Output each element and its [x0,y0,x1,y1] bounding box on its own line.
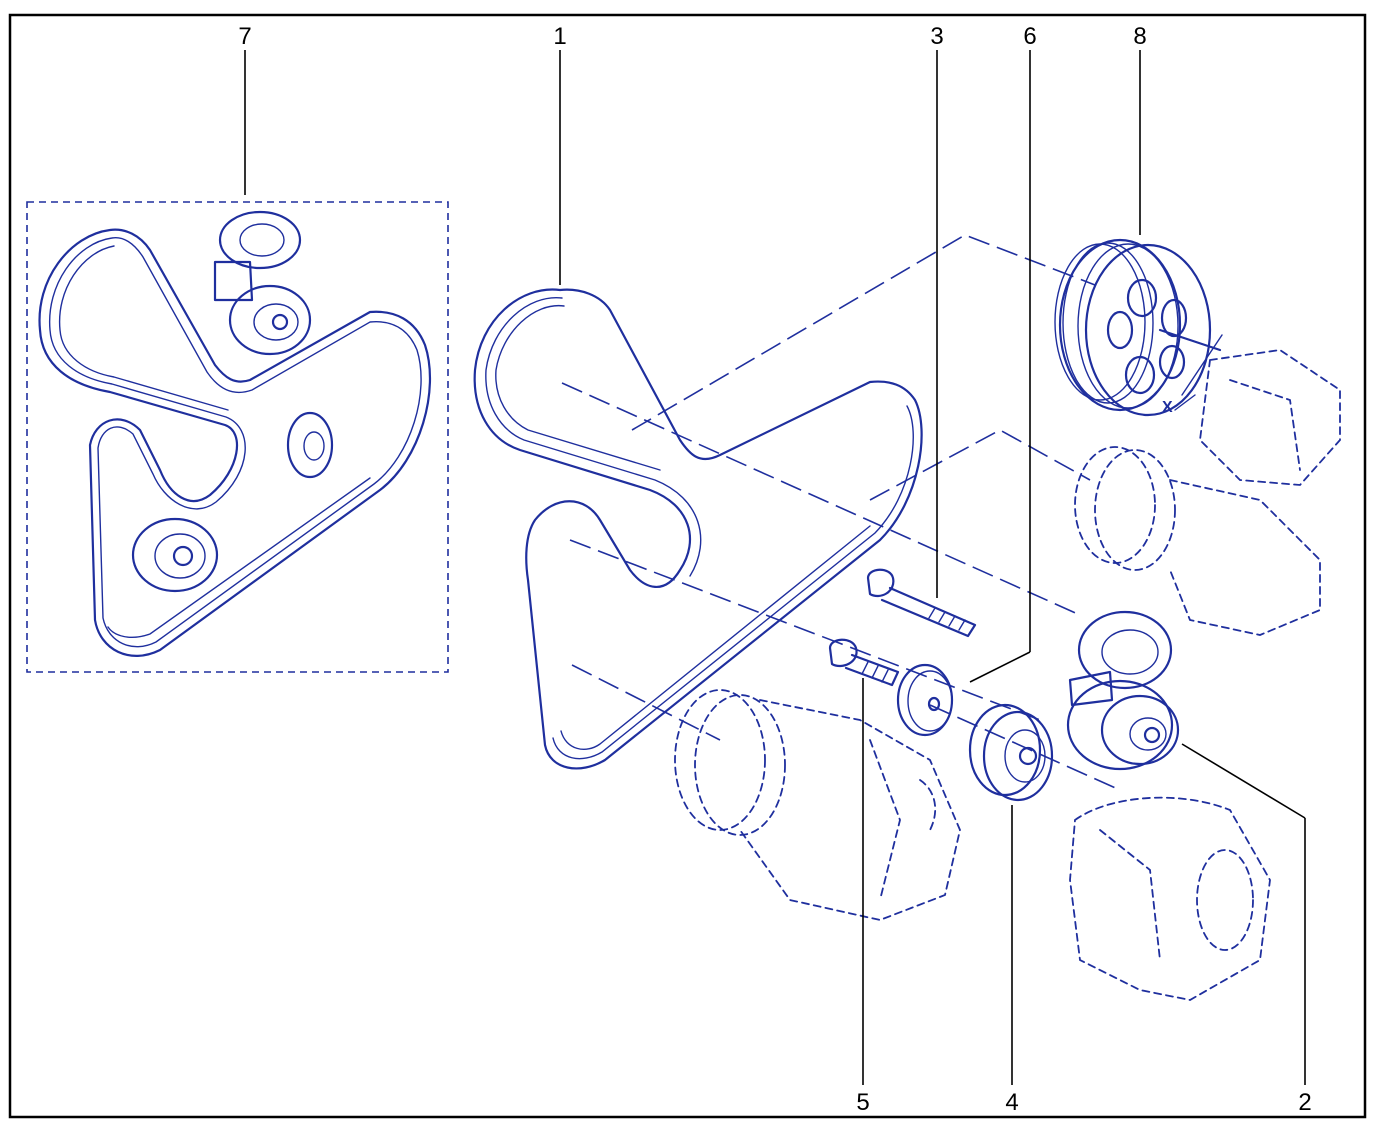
dimension-label: X [1162,399,1173,416]
callout-6: 6 [1023,23,1036,50]
outer-frame [8,13,1367,1119]
ghost-alternator [1069,796,1271,1001]
callout-5: 5 [856,1089,869,1116]
long-bolt [866,568,977,638]
callout-3: 3 [930,23,943,50]
alignment-axes [561,234,1121,791]
inset-assembly [26,201,449,673]
ghost-compressor [674,689,961,921]
ghost-steering-pump [1199,349,1341,486]
crank-pulley [1054,238,1223,417]
inset-belt [38,228,432,657]
ghost-pump [1074,446,1321,636]
tensioner [1066,610,1180,771]
idler-pulley [968,703,1054,802]
main-belt [473,288,923,770]
callout-7: 7 [238,23,251,50]
washer [896,663,954,737]
leader-lines [244,50,1306,1085]
callout-8: 8 [1133,23,1146,50]
inset-tensioner [213,210,312,356]
callout-1: 1 [553,23,566,50]
callout-4: 4 [1005,1089,1018,1116]
callout-2: 2 [1298,1089,1311,1116]
inset-idler [131,411,334,593]
callout-numbers: 7 1 3 6 8 5 4 2 [238,23,1311,1116]
inset-frame [26,201,449,673]
